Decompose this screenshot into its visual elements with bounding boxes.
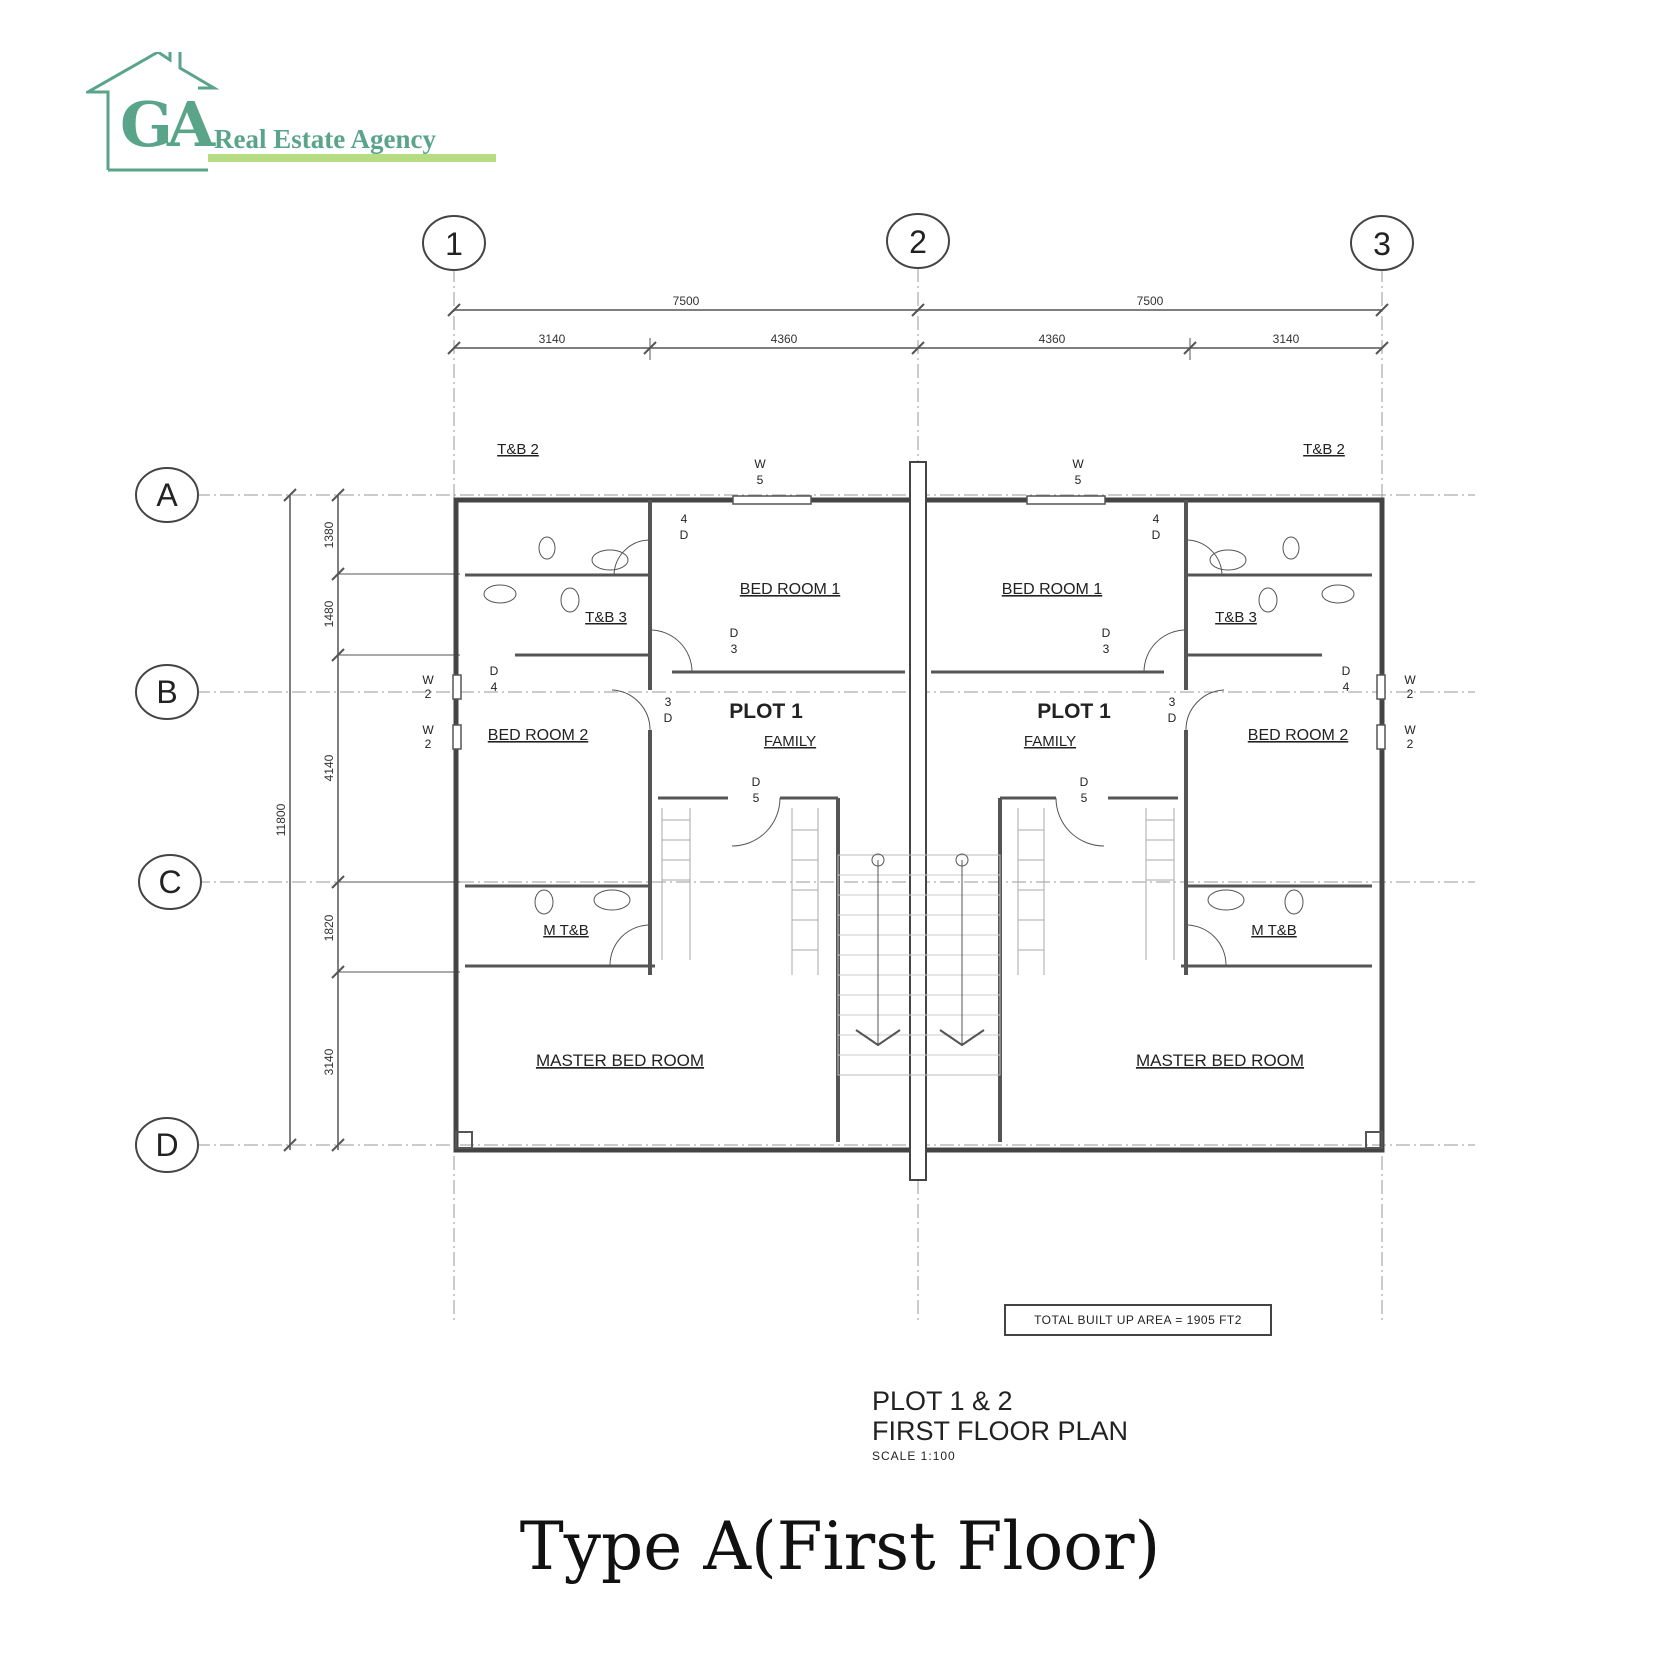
dim-top-right: 7500: [1137, 294, 1164, 308]
window-tag-w2a-left: W: [422, 673, 434, 687]
door-tag-d5-right: D: [1080, 775, 1089, 789]
room-label-bed1-right: BED ROOM 1: [1002, 581, 1103, 598]
room-label-mtb-left: M T&B: [543, 922, 589, 939]
room-label-family-left: FAMILY: [764, 733, 816, 750]
door-tag-d3b-left-num: 3: [665, 695, 672, 709]
grid-label-1: 1: [445, 226, 463, 262]
door-tag-d3-left-num: 3: [731, 642, 738, 656]
logo-monogram: GA: [120, 88, 215, 161]
room-label-bed1-left: BED ROOM 1: [740, 581, 841, 598]
dim-side-5: 3140: [322, 1048, 336, 1075]
room-label-master-right: MASTER BED ROOM: [1136, 1051, 1304, 1070]
window-tag-w2a-right: W: [1404, 673, 1416, 687]
house-outline-icon: [86, 52, 220, 172]
plot-label-right: PLOT 1: [1037, 700, 1111, 723]
door-tag-d4-right: D: [1152, 528, 1161, 542]
window-tag-w2b-left: W: [422, 723, 434, 737]
plan-title-block: PLOT 1 & 2 FIRST FLOOR PLAN SCALE 1:100: [872, 1386, 1128, 1466]
window-tag-w2a-right-num: 2: [1407, 687, 1414, 701]
dim-side-3: 4140: [322, 754, 336, 781]
window-tag-w2b-left-num: 2: [425, 737, 432, 751]
door-tag-d5-left-num: 5: [753, 791, 760, 805]
plot-label-left: PLOT 1: [729, 700, 803, 723]
room-label-master-left: MASTER BED ROOM: [536, 1051, 704, 1070]
door-tag-d3b-right-num: 3: [1169, 695, 1176, 709]
plan-title-scale: SCALE 1:100: [872, 1449, 956, 1463]
room-label-bed2-left: BED ROOM 2: [488, 727, 589, 744]
grid-label-b: B: [156, 674, 177, 710]
window-tag-w2b-right-num: 2: [1407, 737, 1414, 751]
door-tag-d3-right: D: [1102, 626, 1111, 640]
door-tag-d3-left: D: [730, 626, 739, 640]
plan-title-plots: PLOT 1 & 2: [872, 1386, 1013, 1416]
door-tag-d5-right-num: 5: [1081, 791, 1088, 805]
room-label-mtb-right: M T&B: [1251, 922, 1297, 939]
door-tag-d3-right-num: 3: [1103, 642, 1110, 656]
plan-title-floor: FIRST FLOOR PLAN: [872, 1416, 1129, 1446]
door-tag-d4b-right: D: [1342, 664, 1351, 678]
door-tag-d4-right-num: 4: [1153, 512, 1160, 526]
room-label-family-right: FAMILY: [1024, 733, 1076, 750]
grid-label-c: C: [158, 864, 181, 900]
window-tag-left-top: W: [754, 457, 766, 471]
dim-sub-4: 3140: [1273, 332, 1300, 346]
door-tag-d4-left-num: 4: [681, 512, 688, 526]
grid-label-d: D: [155, 1127, 178, 1163]
window-tag-w2b-right: W: [1404, 723, 1416, 737]
dim-top-left: 7500: [673, 294, 700, 308]
room-label-tb2-right: T&B 2: [1303, 441, 1345, 458]
grid-label-3: 3: [1373, 226, 1391, 262]
grid-label-2: 2: [909, 224, 927, 260]
dim-sub-3: 4360: [1039, 332, 1066, 346]
door-tag-d5-left: D: [752, 775, 761, 789]
dim-sub-1: 3140: [539, 332, 566, 346]
door-tag-d4-left: D: [680, 528, 689, 542]
dim-sub-2: 4360: [771, 332, 798, 346]
door-tag-d3b-left: D: [664, 711, 673, 725]
door-tag-d4b-left: D: [490, 664, 499, 678]
room-label-tb3-right: T&B 3: [1215, 609, 1257, 626]
window-tag-right-top-num: 5: [1075, 473, 1082, 487]
window-tag-right-top: W: [1072, 457, 1084, 471]
door-tag-d4b-left-num: 4: [491, 680, 498, 694]
logo-underline: [208, 154, 496, 162]
dim-side-overall: 11800: [274, 803, 288, 836]
room-label-tb2-left: T&B 2: [497, 441, 539, 458]
grid-label-a: A: [156, 477, 178, 513]
page-caption: Type A(First Floor): [519, 1508, 1161, 1585]
room-label-bed2-right: BED ROOM 2: [1248, 727, 1349, 744]
dim-side-4: 1820: [322, 914, 336, 941]
window-tag-left-top-num: 5: [757, 473, 764, 487]
logo-wordmark: Real Estate Agency: [214, 124, 436, 154]
agency-logo: GA Real Estate Agency: [86, 52, 506, 177]
door-tag-d4b-right-num: 4: [1343, 680, 1350, 694]
door-tag-d3b-right: D: [1168, 711, 1177, 725]
room-label-tb3-left: T&B 3: [585, 609, 627, 626]
built-up-area-box: TOTAL BUILT UP AREA = 1905 FT2: [1004, 1304, 1272, 1336]
dim-side-2: 1480: [322, 600, 336, 627]
window-tag-w2a-left-num: 2: [425, 687, 432, 701]
dim-side-1: 1380: [322, 521, 336, 548]
